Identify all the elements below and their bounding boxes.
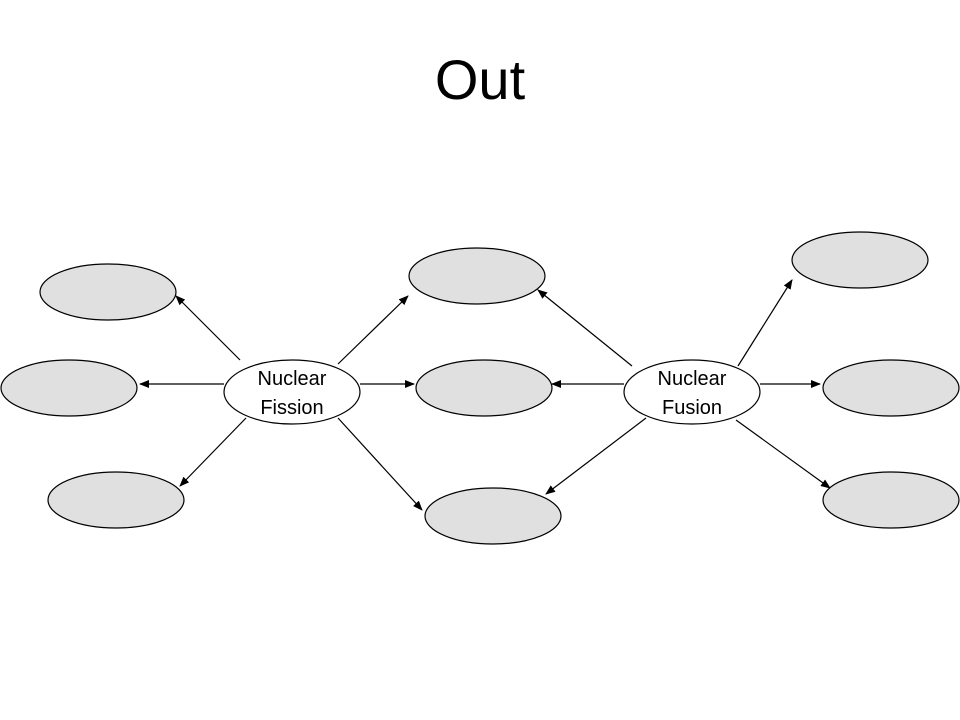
blank-node-right-top xyxy=(791,231,929,289)
blank-node-right-middle xyxy=(822,359,960,417)
node-nuclear-fission-line-1: Nuclear xyxy=(258,368,327,390)
arrow-fission-to-left-bottom xyxy=(179,417,247,487)
arrow-fusion-to-right-bottom xyxy=(735,419,831,489)
arrow-fusion-to-center-top xyxy=(537,289,633,367)
arrow-fusion-to-right-top xyxy=(737,279,793,367)
blank-node-left-middle xyxy=(0,359,138,417)
blank-node-center-bottom xyxy=(424,487,562,545)
arrow-fission-to-left-top xyxy=(175,295,241,361)
blank-node-center-middle xyxy=(415,359,553,417)
node-nuclear-fission: Nuclear Fission xyxy=(223,359,361,425)
blank-node-center-top xyxy=(408,247,546,305)
node-nuclear-fission-shape xyxy=(223,359,361,425)
node-nuclear-fusion-line-1: Nuclear xyxy=(658,368,727,390)
node-nuclear-fusion-shape xyxy=(623,359,761,425)
arrow-fusion-to-center-bottom xyxy=(545,417,647,495)
arrow-fission-to-center-top xyxy=(337,295,409,365)
node-nuclear-fusion: Nuclear Fusion xyxy=(623,359,761,425)
node-nuclear-fusion-line-2: Fusion xyxy=(662,397,722,419)
node-nuclear-fission-line-2: Fission xyxy=(260,397,323,419)
blank-node-left-top xyxy=(39,263,177,321)
blank-node-right-bottom xyxy=(822,471,960,529)
blank-node-left-bottom xyxy=(47,471,185,529)
slide-title: Out xyxy=(434,48,526,111)
arrow-fission-to-center-bottom xyxy=(337,417,423,511)
